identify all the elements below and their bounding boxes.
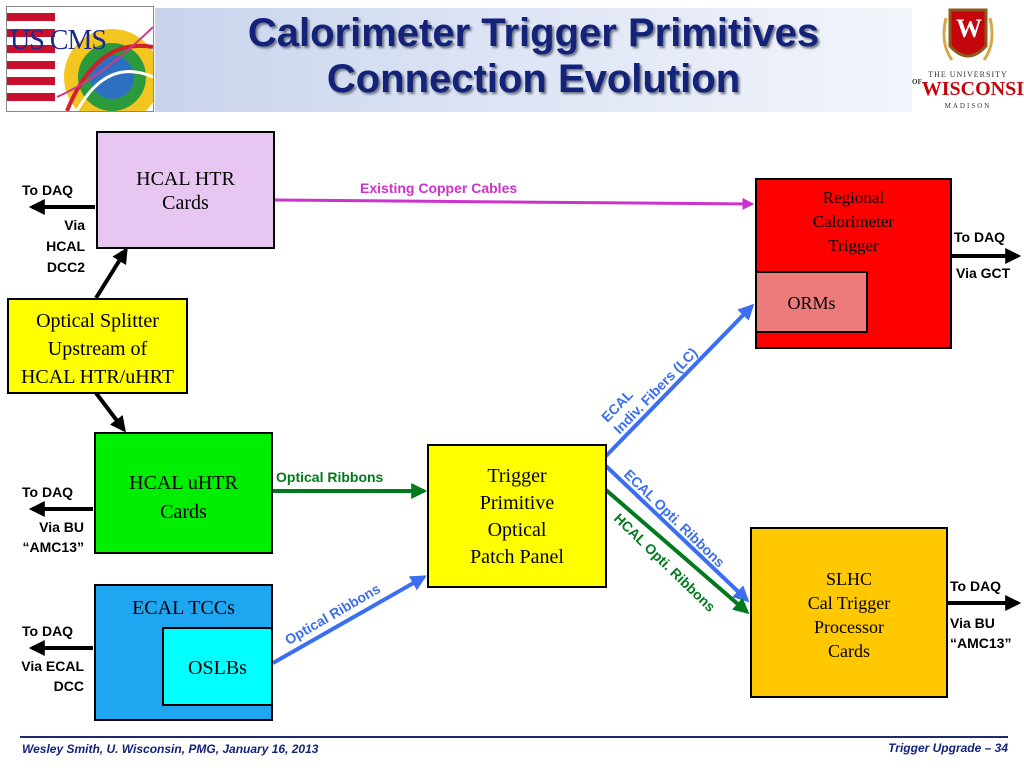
uhtr-daq-via-line-1: Via BU <box>39 519 84 535</box>
crest-letter: W <box>956 14 982 43</box>
orms-label: ORMs <box>787 293 836 313</box>
copper-cables-label: Existing Copper Cables <box>360 180 518 196</box>
oslbs-optical-ribbons-arrow <box>272 575 427 665</box>
optical-splitter-line-1: Optical Splitter <box>36 310 159 332</box>
rct-daq-to-label: To DAQ <box>954 229 1006 245</box>
uw-madison-logo: W THE UNIVERSITY OFWISCONSIN MADISON <box>912 4 1024 114</box>
htr-daq-to-label: To DAQ <box>22 182 74 198</box>
hcal-uhtr-line-2: Cards <box>160 501 207 523</box>
splitter-to-uhtr-arrow <box>94 391 126 433</box>
patch-panel-line-3: Optical <box>487 519 547 541</box>
ecal-indiv-fibers-arrow <box>604 303 755 458</box>
uhtr-daq-to-label: To DAQ <box>22 484 74 500</box>
us-cms-logo-text: US CMS <box>10 25 107 56</box>
oslbs-label: OSLBs <box>188 657 247 679</box>
slhc-line-2: Cal Trigger <box>807 593 891 613</box>
htr-daq-via-line-2: HCAL <box>46 238 85 254</box>
rct-line-2: Calorimeter <box>812 212 895 231</box>
htr-daq-via-line-1: Via <box>64 217 85 233</box>
footer-page: Trigger Upgrade – 34 <box>888 741 1008 755</box>
uw-line-1: THE UNIVERSITY <box>928 70 1008 79</box>
optical-splitter-line-3: HCAL HTR/uHRT <box>20 366 175 388</box>
hcal-opti-ribbons-arrow <box>604 488 750 615</box>
title-band <box>155 8 912 112</box>
slide-title: Calorimeter Trigger Primitives Connectio… <box>155 10 912 102</box>
optical-splitter-box: Optical Splitter Upstream of HCAL HTR/uH… <box>7 298 188 394</box>
slhc-daq-via-line-2: “AMC13” <box>950 635 1012 651</box>
us-cms-logo: US CMS <box>6 6 154 112</box>
ecal-daq-via-label: Via ECAL DCC <box>0 656 84 696</box>
uw-crest-icon <box>942 8 994 61</box>
slhc-daq-via-label: Via BU “AMC13” <box>950 613 1011 653</box>
us-cms-logo-graphic <box>7 7 153 111</box>
patch-panel-line-4: Patch Panel <box>470 546 564 568</box>
slhc-line-1: SLHC <box>825 569 872 589</box>
oslbs-box: OSLBs <box>162 627 273 706</box>
slhc-daq-via-line-1: Via BU <box>950 615 995 631</box>
patch-panel-box: Trigger Primitive Optical Patch Panel <box>427 444 607 588</box>
uw-line-2-name: WISCONSIN <box>921 78 1024 100</box>
slhc-cal-trigger-box: SLHC Cal Trigger Processor Cards <box>750 527 948 698</box>
ecal-daq-to-label: To DAQ <box>22 623 74 639</box>
footer-author: Wesley Smith, U. Wisconsin, PMG, January… <box>22 742 319 756</box>
uhtr-daq-via-line-2: “AMC13” <box>22 539 84 555</box>
patch-panel-line-2: Primitive <box>479 492 555 514</box>
optical-splitter-line-2: Upstream of <box>47 338 148 360</box>
htr-daq-via-line-3: DCC2 <box>46 259 85 275</box>
rct-line-3: Trigger <box>828 236 879 255</box>
green-optical-ribbons-label: Optical Ribbons <box>276 469 384 485</box>
ecal-daq-via-line-2: DCC <box>53 678 84 694</box>
splitter-to-htr-arrow <box>94 247 128 300</box>
copper-cables-arrow <box>274 197 755 210</box>
slhc-line-3: Processor <box>814 617 884 637</box>
hcal-htr-cards-label: HCAL HTR Cards <box>136 168 235 214</box>
uw-line-2: OFWISCONSIN <box>912 78 1024 101</box>
uw-line-3: MADISON <box>944 102 992 110</box>
uw-line-2-prefix: OF <box>912 78 922 86</box>
ecal-daq-via-line-1: Via ECAL <box>21 658 84 674</box>
slhc-daq-to-label: To DAQ <box>950 578 1002 594</box>
slhc-line-4: Cards <box>828 641 870 661</box>
ecal-opti-ribbons-arrow <box>604 464 750 603</box>
patch-panel-line-1: Trigger <box>487 465 547 487</box>
rct-daq-via-label: Via GCT <box>956 265 1011 281</box>
title-line-2: Connection Evolution <box>326 57 741 101</box>
ecal-tccs-label: ECAL TCCs <box>132 597 235 619</box>
hcal-uhtr-line-1: HCAL uHTR <box>129 472 238 494</box>
footer-rule <box>20 736 1008 738</box>
hcal-htr-cards-box: HCAL HTR Cards <box>96 131 275 249</box>
rct-line-1: Regional <box>822 188 885 207</box>
hcal-uhtr-cards-box: HCAL uHTR Cards <box>94 432 273 554</box>
orms-box: ORMs <box>755 271 868 333</box>
uhtr-daq-via-label: Via BU “AMC13” <box>0 517 84 557</box>
htr-daq-via-label: Via HCAL DCC2 <box>20 215 85 278</box>
title-line-1: Calorimeter Trigger Primitives <box>247 11 820 55</box>
